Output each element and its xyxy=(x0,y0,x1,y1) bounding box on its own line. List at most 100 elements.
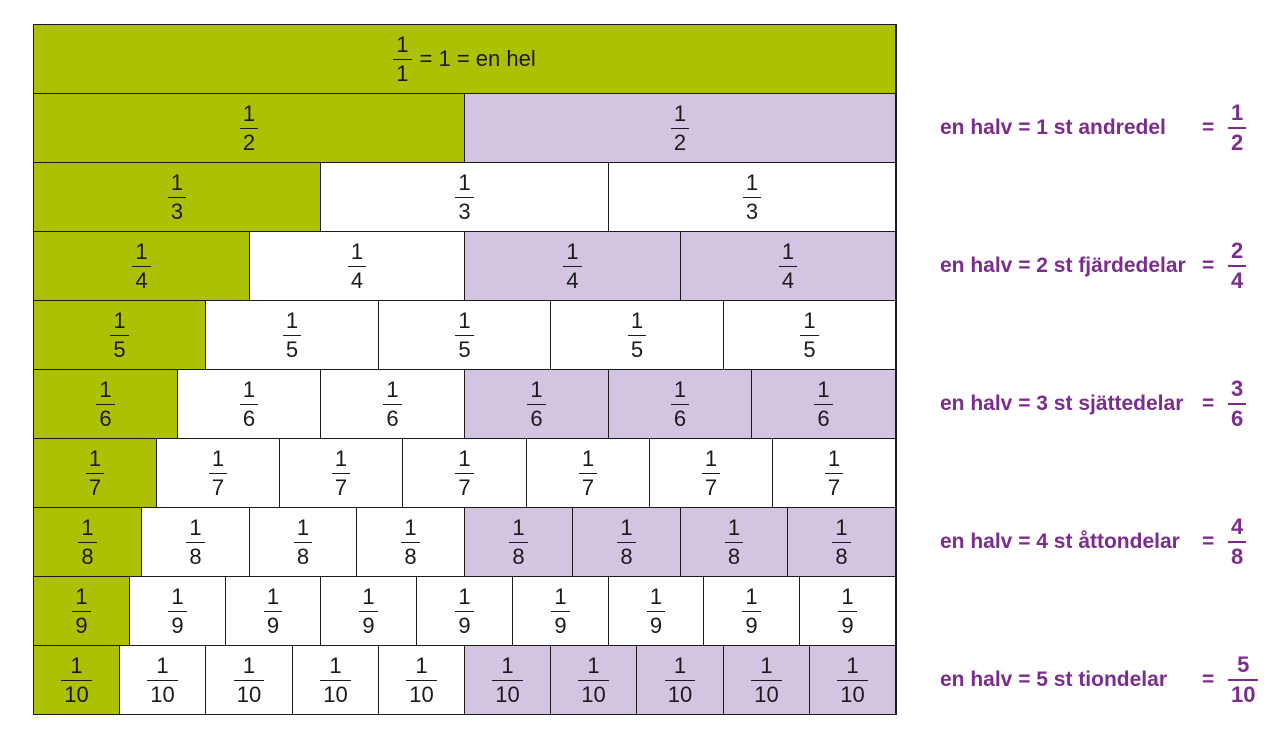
denominator: 7 xyxy=(578,472,598,499)
numerator: 1 xyxy=(350,238,364,264)
numerator: 1 xyxy=(404,514,417,540)
equation-text: en halv = 3 st sjättedelar xyxy=(940,391,1184,415)
numerator: 1 xyxy=(501,652,514,678)
denominator: 5 xyxy=(282,334,302,361)
numerator: 1 xyxy=(362,583,375,609)
denominator: 2 xyxy=(670,127,690,154)
equation-text: en halv = 5 st tiondelar xyxy=(940,667,1167,691)
numerator: 1 xyxy=(760,652,773,678)
denominator: 4 xyxy=(347,265,367,292)
denominator: 4 xyxy=(132,265,151,292)
denominator: 7 xyxy=(824,472,844,499)
numerator: 1 xyxy=(566,238,579,264)
numerator: 1 xyxy=(781,238,795,264)
denominator: 7 xyxy=(331,472,351,499)
numerator: 1 xyxy=(630,307,644,333)
numerator: 1 xyxy=(673,100,687,126)
numerator: 1 xyxy=(329,652,342,678)
denominator: 8 xyxy=(186,541,205,568)
denominator: 7 xyxy=(455,472,474,499)
numerator: 3 xyxy=(1231,375,1244,401)
denominator: 8 xyxy=(1228,540,1247,568)
numerator: 1 xyxy=(296,514,310,540)
denominator: 9 xyxy=(551,610,570,637)
denominator: 5 xyxy=(627,334,647,361)
equals-sign: = xyxy=(1202,115,1215,139)
denominator: 9 xyxy=(646,610,666,637)
numerator: 1 xyxy=(81,514,94,540)
denominator: 4 xyxy=(563,265,582,292)
equals-sign: = xyxy=(1202,667,1215,691)
numerator: 1 xyxy=(211,445,225,471)
denominator: 1 xyxy=(393,58,412,85)
numerator: 1 xyxy=(581,445,595,471)
denominator: 10 xyxy=(664,679,696,706)
numerator: 1 xyxy=(88,445,102,471)
denominator: 10 xyxy=(1228,678,1259,706)
numerator: 1 xyxy=(75,583,88,609)
denominator: 3 xyxy=(167,196,187,223)
numerator: 1 xyxy=(458,169,471,195)
numerator: 1 xyxy=(99,376,112,402)
denominator: 9 xyxy=(455,610,474,637)
denominator: 8 xyxy=(401,541,420,568)
numerator: 1 xyxy=(704,445,718,471)
numerator: 1 xyxy=(458,583,471,609)
equation-text: en halv = 2 st fjärdedelar xyxy=(940,253,1186,277)
numerator: 2 xyxy=(1231,237,1244,263)
denominator: 10 xyxy=(492,679,523,706)
numerator: 1 xyxy=(1231,99,1244,125)
